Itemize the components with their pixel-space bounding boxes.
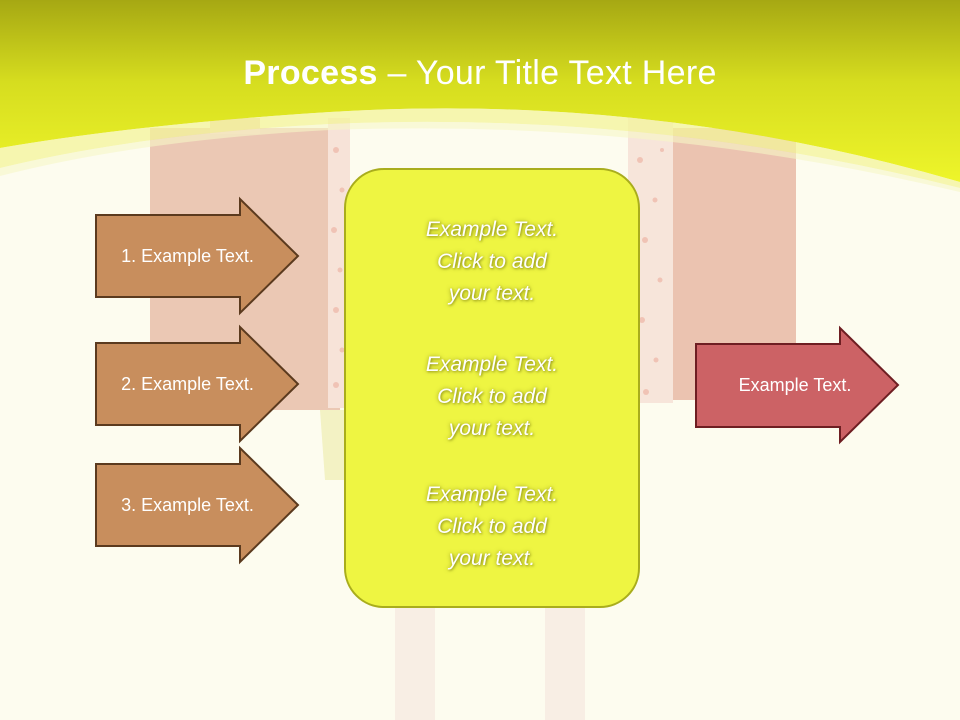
slide-title: Process – Your Title Text Here: [0, 54, 960, 93]
input-label-3: 3. Example Text.: [121, 494, 254, 515]
output-label: Example Text.: [738, 375, 852, 395]
title-rest: – Your Title Text Here: [377, 54, 717, 92]
process-item-line: Click to add: [437, 250, 547, 273]
title-bold: Process: [243, 54, 378, 92]
process-item-2[interactable]: Example Text. Click to add your text.: [346, 349, 638, 445]
process-item-1[interactable]: Example Text. Click to add your text.: [346, 214, 638, 310]
process-item-line: your text.: [448, 547, 536, 570]
arrow-shape: [95, 445, 300, 565]
input-arrow-3[interactable]: 3. Example Text.: [95, 445, 300, 565]
input-arrow-1[interactable]: 1. Example Text.: [95, 196, 300, 316]
header-band: [0, 0, 960, 192]
input-arrow-2[interactable]: 2. Example Text.: [95, 324, 300, 444]
process-item-line: your text.: [448, 417, 536, 440]
process-item-line: Example Text.: [425, 483, 559, 506]
process-box[interactable]: Example Text. Click to add your text. Ex…: [344, 168, 640, 608]
process-item-line: your text.: [448, 282, 536, 305]
arrow-shape: [695, 325, 900, 445]
process-item-line: Example Text.: [425, 218, 559, 241]
process-item-line: Click to add: [437, 385, 547, 408]
output-arrow[interactable]: Example Text.: [695, 325, 900, 445]
arrow-shape: [95, 196, 300, 316]
input-label-1: 1. Example Text.: [121, 245, 254, 266]
process-item-line: Example Text.: [425, 353, 559, 376]
process-item-3[interactable]: Example Text. Click to add your text.: [346, 479, 638, 575]
input-label-2: 2. Example Text.: [121, 373, 254, 394]
process-item-line: Click to add: [437, 515, 547, 538]
arrow-shape: [95, 324, 300, 444]
